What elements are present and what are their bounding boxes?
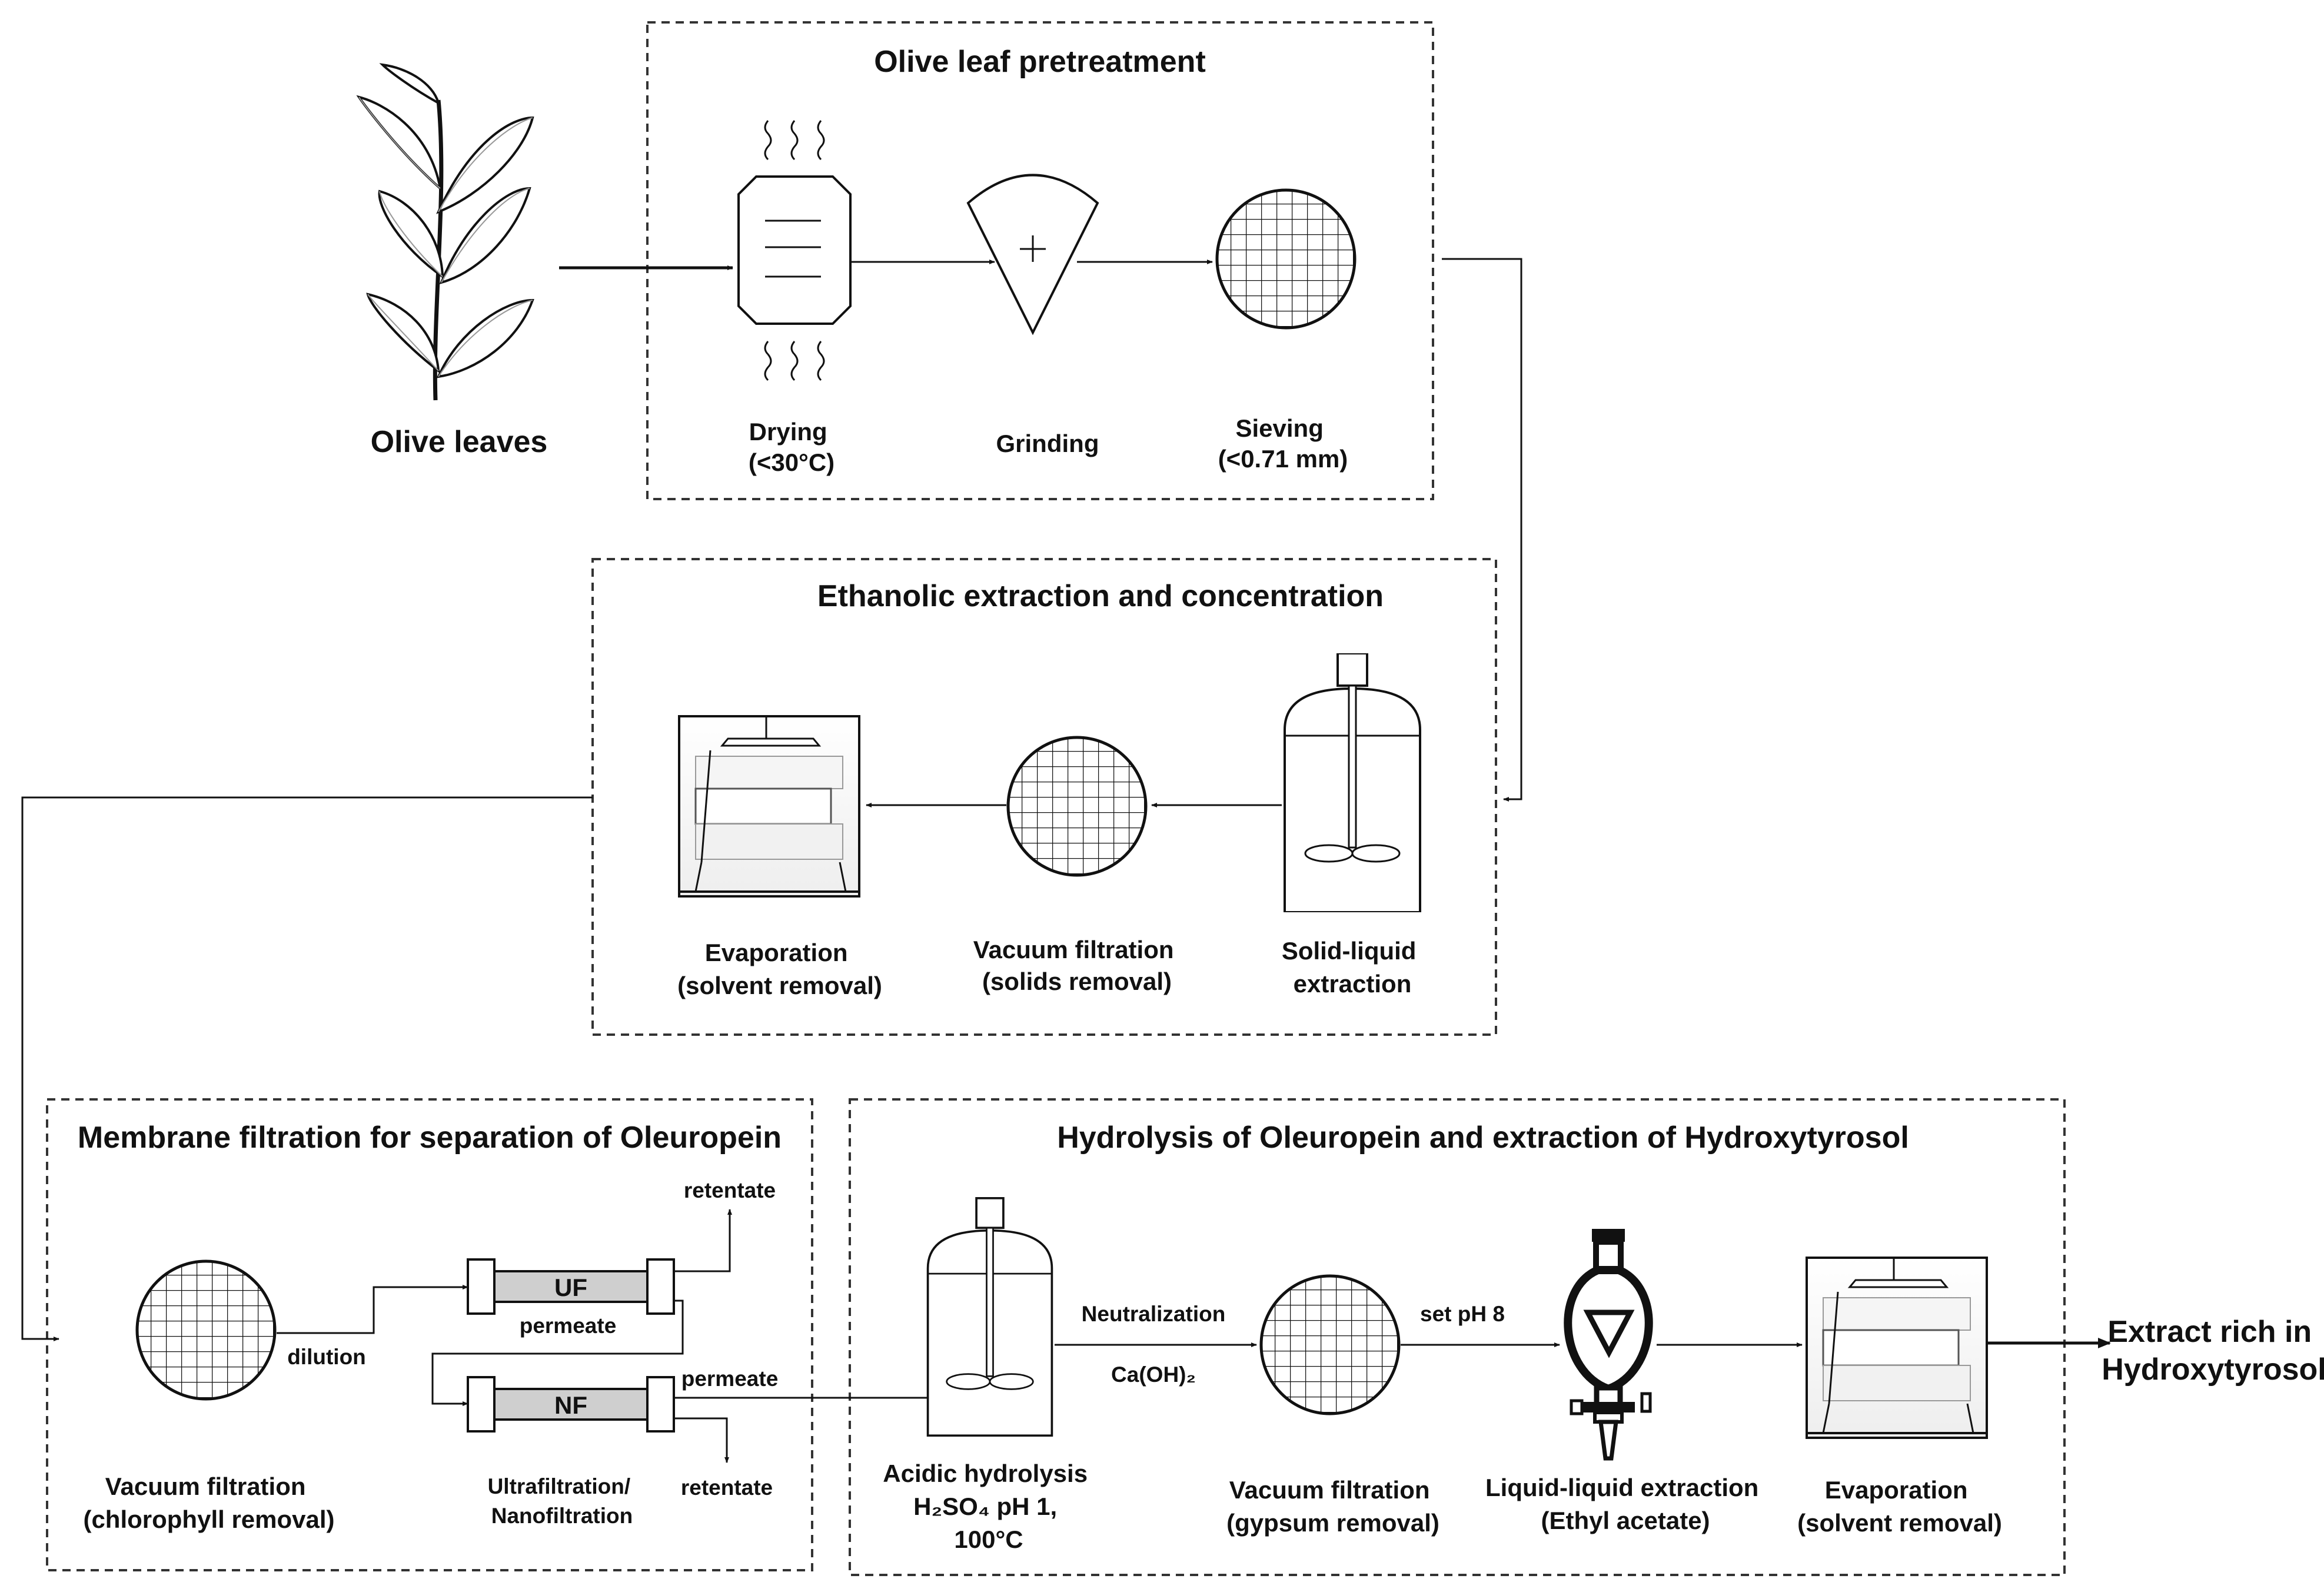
grinder-icon (966, 174, 1099, 335)
label-retentate-nf: retentate (681, 1475, 773, 1500)
label-vacuum-gypsum-line1: Vacuum filtration (1229, 1476, 1430, 1504)
heat-waves-icon (764, 120, 825, 381)
label-vacuum-solids: Vacuum filtration (solids removal) (973, 936, 1181, 995)
label-caoh2: Ca(OH)₂ (1111, 1362, 1196, 1387)
label-vacuum-chlorophyll-line2: (chlorophyll removal) (83, 1505, 334, 1533)
sieve-icon (1217, 190, 1355, 328)
label-uf-nf-line2: Nanofiltration (491, 1504, 633, 1528)
section-box-pretreatment (646, 21, 1434, 500)
arrow-uf-retentate (674, 1209, 732, 1272)
label-evaporation-2: Evaporation (solvent removal) (1797, 1476, 2002, 1537)
label-sieving-line2: (<0.71 mm) (1218, 445, 1348, 473)
label-olive-leaves: Olive leaves (371, 425, 548, 459)
label-drying-line2: (<30°C) (749, 448, 834, 476)
arrow-sieving-to-extraction (1442, 258, 1522, 802)
label-solid-liquid-line2: extraction (1294, 970, 1412, 998)
label-grinding: Grinding (996, 430, 1099, 457)
label-solid-liquid-line1: Solid-liquid (1282, 937, 1417, 965)
section-title-pretreatment: Olive leaf pretreatment (874, 45, 1206, 79)
label-vacuum-chlorophyll: Vacuum filtration (chlorophyll removal) (83, 1473, 334, 1533)
label-evaporation-2-line2: (solvent removal) (1797, 1509, 2002, 1537)
label-uf-nf: Ultrafiltration/ Nanofiltration (488, 1474, 637, 1528)
dryer-icon (737, 175, 852, 325)
section-box-hydrolysis (849, 1098, 2066, 1576)
label-neutralization: Neutralization (1082, 1302, 1226, 1326)
section-title-ethanolic: Ethanolic extraction and concentration (817, 579, 1384, 613)
evaporator-icon (678, 715, 860, 898)
evaporator-2-icon (1806, 1257, 1988, 1439)
label-drying-line1: Drying (749, 418, 827, 446)
label-acidic-line3: 100°C (954, 1525, 1023, 1553)
uf-module (467, 1258, 675, 1315)
label-uf-nf-line1: Ultrafiltration/ (488, 1474, 631, 1498)
label-vacuum-gypsum-line2: (gypsum removal) (1226, 1509, 1439, 1537)
section-title-membrane: Membrane filtration for separation of Ol… (78, 1121, 782, 1155)
vacuum-filter-solids-icon (1008, 737, 1146, 875)
label-solid-liquid: Solid-liquid extraction (1282, 937, 1423, 998)
separatory-funnel-icon (1564, 1229, 1653, 1461)
label-set-ph: set pH 8 (1420, 1302, 1505, 1326)
label-sieving: Sieving (<0.71 mm) (1218, 414, 1348, 473)
arrow-evaporation-to-membrane (21, 796, 593, 1341)
label-permeate-uf: permeate (520, 1314, 617, 1338)
arrow-uf-permeate-to-nf (431, 1299, 684, 1406)
label-uf: UF (554, 1274, 587, 1301)
olive-branch-icon (356, 63, 534, 401)
label-product-line2: Hydroxytyrosol (2102, 1352, 2324, 1387)
label-product-line1: Extract rich in (2107, 1315, 2312, 1349)
label-vacuum-solids-line2: (solids removal) (982, 968, 1172, 995)
label-permeate-nf: permeate (681, 1367, 779, 1391)
label-lle: Liquid-liquid extraction (Ethyl acetate) (1485, 1474, 1766, 1534)
label-evaporation-1-line2: (solvent removal) (677, 972, 882, 999)
label-vacuum-gypsum: Vacuum filtration (gypsum removal) (1226, 1476, 1439, 1537)
vacuum-filter-chlorophyll-icon (137, 1261, 275, 1399)
label-vacuum-solids-line1: Vacuum filtration (973, 936, 1174, 963)
section-box-membrane (46, 1098, 813, 1571)
label-acidic: Acidic hydrolysis H₂SO₄ pH 1, 100°C (883, 1460, 1094, 1553)
label-evaporation-1: Evaporation (solvent removal) (677, 939, 882, 999)
label-acidic-line2: H₂SO₄ pH 1, (913, 1493, 1057, 1520)
label-product: Extract rich in Hydroxytyrosol (2102, 1315, 2324, 1387)
section-title-hydrolysis: Hydrolysis of Oleuropein and extraction … (1057, 1121, 1909, 1155)
label-evaporation-1-line1: Evaporation (705, 939, 848, 966)
arrow-nf-retentate (674, 1417, 729, 1463)
label-retentate-uf: retentate (684, 1178, 776, 1202)
label-dilution: dilution (287, 1345, 366, 1369)
label-vacuum-chlorophyll-line1: Vacuum filtration (105, 1473, 306, 1500)
label-nf: NF (554, 1391, 587, 1419)
label-drying: Drying (<30°C) (749, 418, 834, 476)
stirred-tank-icon (1284, 653, 1421, 912)
vacuum-filter-gypsum-icon (1261, 1276, 1399, 1414)
hydrolysis-reactor-icon (926, 1197, 1053, 1437)
label-evaporation-2-line1: Evaporation (1825, 1476, 1968, 1504)
nf-module (467, 1376, 675, 1433)
label-lle-line2: (Ethyl acetate) (1541, 1507, 1710, 1534)
label-lle-line1: Liquid-liquid extraction (1485, 1474, 1758, 1501)
label-sieving-line1: Sieving (1235, 414, 1323, 442)
label-acidic-line1: Acidic hydrolysis (883, 1460, 1088, 1487)
arrow-dilution-to-uf (277, 1285, 468, 1334)
